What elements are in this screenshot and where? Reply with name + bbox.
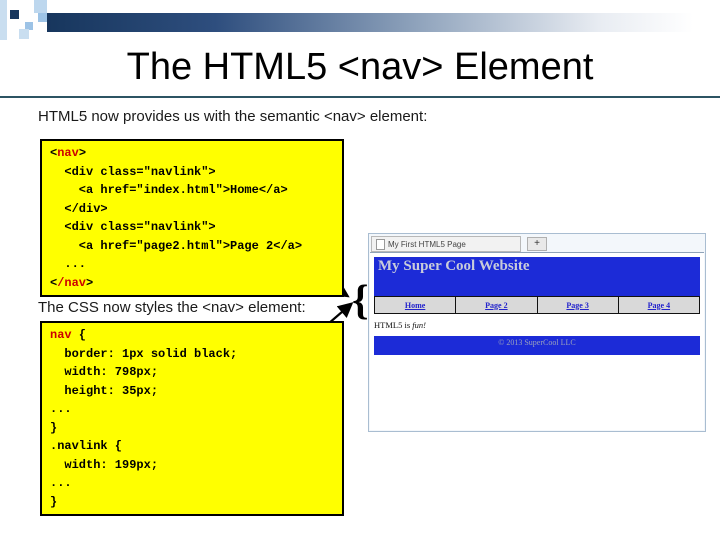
code-line: <div class="navlink"> <box>50 164 216 179</box>
browser-tab[interactable]: My First HTML5 Page <box>371 236 521 252</box>
site-header-banner: My Super Cool Website <box>374 257 700 296</box>
arrow-from-css-code <box>327 302 354 325</box>
browser-screenshot: My First HTML5 Page + My Super Cool Webs… <box>368 233 706 432</box>
site-nav-cell: Page 2 <box>456 297 538 313</box>
code-line: </nav> <box>50 275 94 290</box>
decoration-square-medium <box>38 13 47 22</box>
code-line: .navlink { <box>50 439 123 453</box>
nav-link[interactable]: Page 4 <box>647 300 671 310</box>
site-nav-cell: Home <box>375 297 457 313</box>
html-code-block: <nav> <div class="navlink"> <a href="ind… <box>40 139 344 297</box>
new-tab-button[interactable]: + <box>527 237 547 251</box>
body-text-normal: HTML5 is <box>374 320 413 330</box>
page-icon <box>376 238 385 250</box>
decoration-square-dark <box>10 10 19 19</box>
decoration-square-light <box>19 29 29 39</box>
browser-page: My Super Cool Website Home Page 2 Page 3 Pa… <box>370 252 704 430</box>
curly-brace: { <box>352 278 369 324</box>
css-code-block: nav { border: 1px solid black; width: 79… <box>40 321 344 516</box>
code-line: ... <box>50 257 87 271</box>
decoration-left-strip <box>0 0 7 40</box>
nav-link[interactable]: Page 2 <box>485 300 508 310</box>
site-nav-cell: Page 4 <box>619 297 699 313</box>
code-line: <a href="index.html">Home</a> <box>50 183 288 197</box>
code-line: } <box>50 494 58 509</box>
code-line: <a href="page2.html">Page 2</a> <box>50 238 303 253</box>
intro-text: HTML5 now provides us with the semantic … <box>38 108 428 125</box>
slide-title: The HTML5 <nav> Element <box>126 46 594 88</box>
code-line: width: 199px; <box>50 457 159 472</box>
site-nav-cell: Page 3 <box>538 297 619 313</box>
nav-link[interactable]: Page 3 <box>566 300 589 310</box>
code-line: nav { <box>50 328 87 342</box>
tab-title: My First HTML5 Page <box>388 239 466 249</box>
code-line: <nav> <box>50 146 87 160</box>
code-line: } <box>50 420 58 435</box>
code-line: ... <box>50 476 72 490</box>
decoration-square-medium <box>25 22 33 30</box>
code-line: </div> <box>50 201 108 216</box>
css-label-text: The CSS now styles the <nav> element: <box>38 299 312 316</box>
code-line: <div class="navlink"> <box>50 220 216 234</box>
code-line: width: 798px; <box>50 365 159 379</box>
code-line: ... <box>50 402 72 416</box>
code-line: height: 35px; <box>50 383 159 398</box>
site-footer-banner: © 2013 SuperCool LLC <box>374 336 700 355</box>
nav-link[interactable]: Home <box>404 300 426 310</box>
title-divider <box>0 96 720 98</box>
decoration-gradient-bar <box>47 13 720 32</box>
site-navbar: Home Page 2 Page 3 Page 4 <box>374 296 700 314</box>
body-text-italic: fun! <box>412 320 426 330</box>
site-body-text: HTML5 is fun! <box>374 320 700 330</box>
code-line: border: 1px solid black; <box>50 346 238 361</box>
decoration-square-light <box>34 0 47 13</box>
